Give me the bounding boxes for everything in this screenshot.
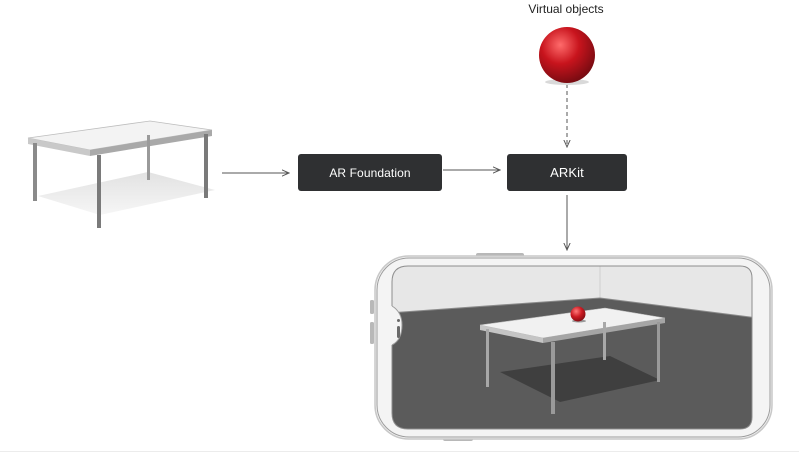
arkit-label: ARKit — [550, 165, 584, 180]
table-top-edge-front — [28, 138, 90, 156]
table-shadow — [38, 172, 215, 215]
table-leg — [97, 155, 101, 228]
device-screen-border — [391, 265, 753, 430]
device-frame-inner — [376, 257, 771, 438]
device-notch — [391, 305, 403, 346]
virtual-sphere-in-scene-icon — [570, 306, 586, 322]
device-sensor — [397, 319, 400, 322]
ar-foundation-box: AR Foundation — [298, 154, 442, 191]
arkit-box: ARKit — [507, 154, 627, 191]
table-leg — [204, 134, 208, 198]
real-table-illustration — [27, 120, 215, 228]
ar-foundation-label: AR Foundation — [329, 165, 411, 180]
table-leg — [147, 135, 150, 180]
table-leg — [33, 143, 37, 201]
virtual-objects-label: Virtual objects — [528, 2, 604, 16]
table-top-edge-side — [90, 130, 212, 156]
device-speaker — [397, 326, 400, 338]
device-side-button — [370, 300, 374, 314]
device-side-button — [370, 322, 374, 344]
smartphone-device — [370, 253, 773, 441]
red-sphere-icon — [539, 27, 595, 83]
divider — [0, 451, 799, 452]
device-screen — [392, 266, 752, 429]
